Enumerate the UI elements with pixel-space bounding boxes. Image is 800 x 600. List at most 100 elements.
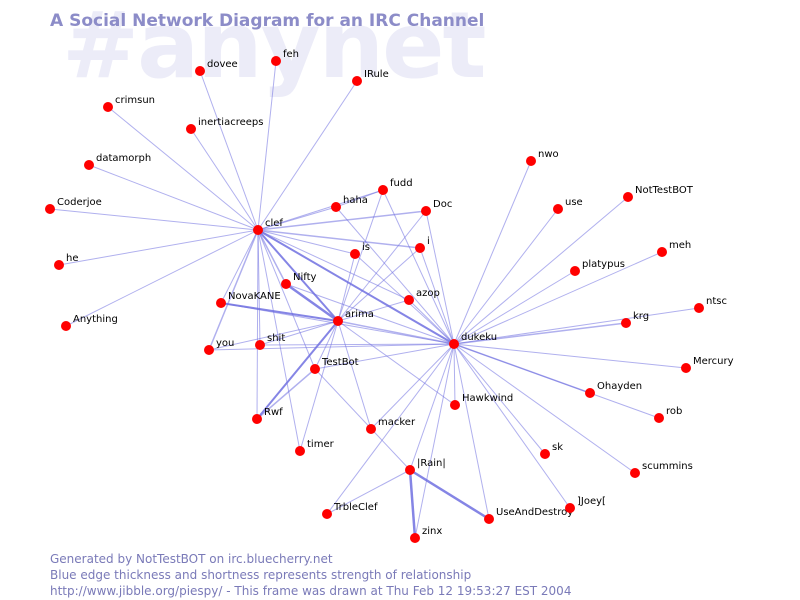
node-Rwf: Rwf (252, 407, 283, 424)
node-label: rob (666, 406, 682, 417)
node-sk: sk (540, 442, 563, 459)
edge-Doc-arima (337, 210, 427, 322)
edge-haha-fudd (335, 189, 384, 208)
edge-clef-Anything (65, 229, 259, 327)
edge-shit-dukeku (259, 343, 455, 346)
edge-azop-dukeku (408, 299, 455, 345)
edge-arima-shit (259, 320, 339, 346)
edge-dukeku-nwo (453, 160, 532, 345)
node-clef: clef (253, 218, 283, 235)
edge-clef-TestBot (257, 229, 316, 370)
edge-is-arima (337, 253, 356, 322)
node-dovee: dovee (195, 59, 238, 76)
edge-clef-i (257, 229, 421, 249)
node-label: azop (416, 288, 440, 299)
node-dot (295, 446, 305, 456)
node-dot (45, 204, 55, 214)
edge-dukeku-Rain (409, 343, 455, 471)
node-inertiacreeps: inertiacreeps (186, 117, 263, 134)
edge-clef-you (208, 229, 259, 351)
edge-Hawkwind-dukeku (453, 343, 456, 406)
edge-fudd-arima (337, 189, 384, 322)
node-layer: fehdoveeIRulecrimsuninertiacreepsdatamor… (45, 49, 734, 543)
node-nwo: nwo (526, 149, 559, 166)
node-label: platypus (582, 259, 625, 270)
footer-url-timestamp: http://www.jibble.org/piespy/ - This fra… (50, 584, 572, 598)
edge-Nifty-dukeku (285, 283, 455, 345)
edge-dukeku-sk (453, 343, 546, 455)
node-Ohayden: Ohayden (585, 381, 642, 398)
node-label: nwo (538, 149, 559, 160)
node-dot (103, 102, 113, 112)
edge-arima-dukeku (337, 320, 455, 345)
node-dot (255, 340, 265, 350)
node-label: datamorph (96, 153, 151, 164)
edge-TestBot-Rain (314, 368, 411, 471)
edge-dukeku-zinx (414, 343, 455, 539)
node-label: ntsc (706, 296, 727, 307)
node-dot (694, 303, 704, 313)
footer-generated-by: Generated by NotTestBOT on irc.bluecherr… (50, 552, 333, 566)
edge-i-arima (337, 247, 421, 322)
edge-clef-dovee (199, 70, 259, 231)
node-dot (366, 424, 376, 434)
node-label: scummins (642, 461, 693, 472)
node-dot (252, 414, 262, 424)
node-label: Anything (73, 314, 118, 325)
node-rob: rob (654, 406, 682, 423)
edge-dukeku-Mercury (453, 343, 687, 369)
edge-macker-dukeku (370, 343, 455, 430)
node-label: arima (345, 309, 374, 320)
node-label: timer (307, 439, 335, 450)
node-label: inertiacreeps (198, 117, 263, 128)
node-dot (449, 339, 459, 349)
node-dot (681, 363, 691, 373)
node-macker: macker (366, 417, 416, 434)
channel-watermark: #anynet (62, 0, 487, 99)
edge-arima-macker (337, 320, 372, 430)
node-label: TrbleClef (333, 502, 378, 513)
node-label: meh (669, 240, 691, 251)
edge-clef-azop (257, 229, 410, 301)
edge-dukeku-NotTestBOT (453, 196, 629, 345)
node-arima: arima (333, 309, 374, 326)
node-dot (271, 56, 281, 66)
node-dot (331, 202, 341, 212)
node-label: Nifty (293, 272, 317, 283)
edge-clef-inertiacreeps (190, 128, 259, 231)
edge-clef-timer (257, 229, 301, 452)
node-i: i (415, 236, 430, 253)
edge-dukeku-krg (453, 322, 627, 345)
node-label: fudd (390, 178, 413, 189)
node-azop: azop (404, 288, 440, 305)
node-Mercury: Mercury (681, 356, 734, 373)
edge-clef-he (58, 229, 259, 266)
node-label: shit (267, 333, 285, 344)
edge-dukeku-Doc (425, 210, 455, 345)
node-Nifty: Nifty (281, 272, 317, 289)
node-label: clef (265, 218, 283, 229)
node-dukeku: dukeku (449, 332, 497, 349)
node-label: Hawkwind (462, 393, 513, 404)
edge-dukeku-use (453, 208, 559, 345)
node-he: he (54, 253, 79, 270)
edge-arima-you (208, 320, 339, 351)
node-label: haha (343, 195, 368, 206)
edge-clef-NovaKANE (220, 229, 259, 304)
edge-arima-Rwf (256, 320, 339, 420)
edge-Rain-UseAndDestroy (409, 468, 490, 521)
node-you: you (204, 338, 234, 355)
node-label: feh (283, 49, 299, 60)
node-dot (657, 247, 667, 257)
node-label: he (66, 253, 79, 264)
node-dot (281, 279, 291, 289)
node-dot (253, 225, 263, 235)
edge-arima-timer (299, 320, 339, 452)
node-dot (585, 388, 595, 398)
edge-Rain-zinx (408, 469, 417, 539)
node-label: zinx (422, 526, 442, 537)
edge-clef-haha (257, 206, 337, 231)
node-label: dukeku (461, 332, 497, 343)
edge-Nifty-arima (285, 282, 339, 323)
node-dot (195, 66, 205, 76)
